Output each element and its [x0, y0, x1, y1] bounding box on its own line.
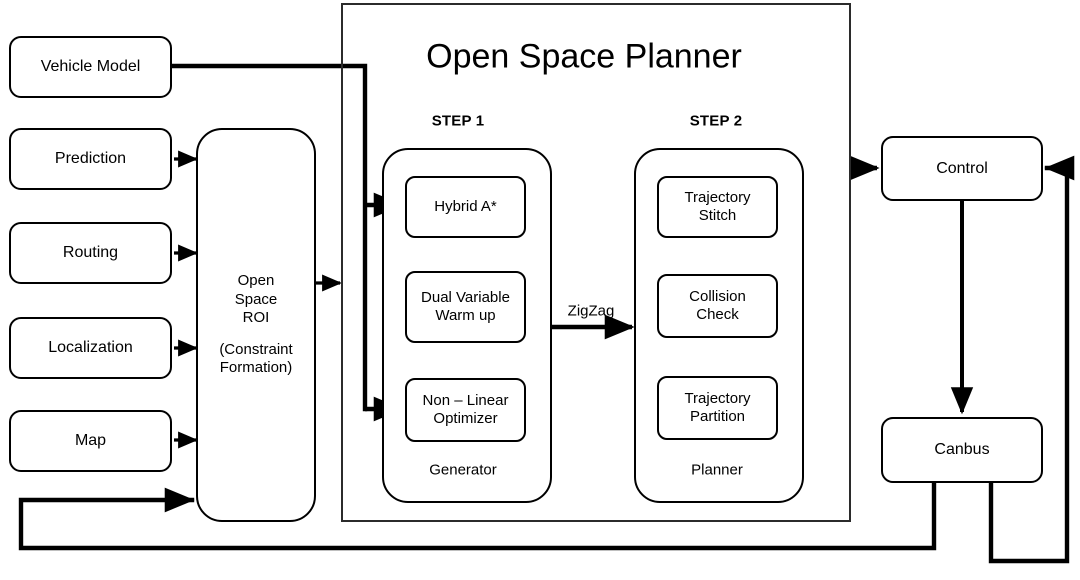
input-label-routing: Routing	[62, 244, 119, 262]
node-label-collision-check-l2: Check	[696, 306, 739, 323]
node-label-trajectory-partition-l1: Trajectory	[684, 389, 751, 407]
node-non-linear-optimizer[interactable]: Non – Linear Optimizer	[405, 378, 526, 442]
output-box-canbus[interactable]: Canbus	[881, 417, 1043, 483]
step-1-label: STEP 1	[431, 112, 485, 130]
input-label-prediction: Prediction	[54, 150, 127, 168]
node-label-dual-variable-l1: Dual Variable	[421, 288, 510, 306]
roi-line-open: Open	[237, 272, 275, 290]
page-title: Open Space Planner	[426, 37, 742, 76]
roi-line-roi: ROI	[242, 308, 270, 326]
open-space-roi-box[interactable]: Open Space ROI (Constraint Formation)	[196, 128, 316, 522]
input-box-routing[interactable]: Routing	[9, 222, 172, 284]
node-trajectory-stitch[interactable]: Trajectory Stitch	[657, 176, 778, 238]
node-label-trajectory-partition-l2: Partition	[689, 408, 746, 425]
node-label-trajectory-stitch-l1: Trajectory	[684, 188, 751, 206]
node-dual-variable-warm-up[interactable]: Dual Variable Warm up	[405, 271, 526, 343]
edge-canbus-feedback-to-control	[988, 155, 1075, 564]
node-label-hybrid-a-star: Hybrid A*	[434, 197, 497, 215]
input-box-prediction[interactable]: Prediction	[9, 128, 172, 190]
input-label-localization: Localization	[48, 339, 133, 357]
node-hybrid-a-star[interactable]: Hybrid A*	[405, 176, 526, 238]
node-label-trajectory-stitch-l2: Stitch	[698, 207, 737, 224]
open-space-planner-frame	[341, 3, 851, 522]
input-label-map: Map	[74, 432, 107, 450]
step-2-label: STEP 2	[689, 112, 743, 130]
output-label-control: Control	[936, 159, 988, 177]
input-box-localization[interactable]: Localization	[9, 317, 172, 379]
node-label-non-linear-l1: Non – Linear	[422, 391, 509, 409]
roi-line-formation: Formation)	[219, 359, 293, 377]
generator-caption: Generator	[429, 461, 497, 479]
node-trajectory-partition[interactable]: Trajectory Partition	[657, 376, 778, 440]
output-label-canbus: Canbus	[934, 441, 990, 459]
node-label-dual-variable-l2: Warm up	[435, 307, 496, 324]
input-box-map[interactable]: Map	[9, 410, 172, 472]
node-label-collision-check-l1: Collision	[689, 287, 746, 305]
input-box-vehicle-model[interactable]: Vehicle Model	[9, 36, 172, 98]
roi-line-constraint: (Constraint	[219, 341, 293, 359]
node-label-non-linear-l2: Optimizer	[433, 410, 498, 427]
roi-line-space: Space	[234, 290, 278, 308]
input-label-vehicle-model: Vehicle Model	[40, 58, 141, 76]
output-box-control[interactable]: Control	[881, 136, 1043, 201]
planner-caption: Planner	[691, 461, 743, 479]
edge-label-zigzag: ZigZag	[567, 302, 615, 320]
node-collision-check[interactable]: Collision Check	[657, 274, 778, 338]
